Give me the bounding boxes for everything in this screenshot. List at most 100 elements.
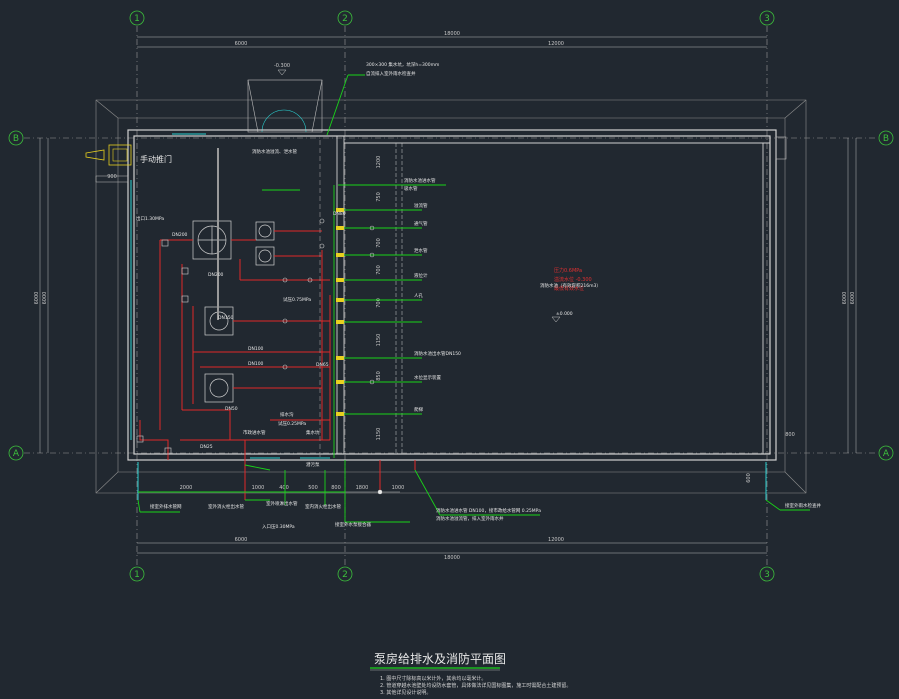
tank-elevation-marker [551, 316, 561, 323]
entrance-canopy [247, 79, 323, 133]
pipe-dn80: DN80 [333, 211, 346, 217]
pipe-dn200-a: DN200 [172, 232, 188, 238]
dim-vseg: 750 [376, 192, 382, 202]
dim-seg: 400 [279, 485, 289, 491]
pressure-d: 出口1.30MPa [136, 215, 164, 222]
dim-seg: 800 [331, 485, 341, 491]
note-right-7: 人孔 [414, 292, 423, 299]
dim-seg: 2000 [180, 485, 193, 491]
dim-vseg: 700 [376, 238, 382, 248]
manual-door-label: 手动推门 [140, 154, 172, 164]
dim-left-outer: 6000 [34, 292, 40, 305]
inlet: 市政进水管 [243, 429, 266, 436]
dim-bottom-left: 6000 [235, 537, 248, 543]
note-bottom-3: 室内消火栓出水管 [305, 503, 341, 510]
note-right-1: 消防水池进水管 [404, 177, 436, 184]
dim-vseg: 850 [376, 371, 382, 381]
dim-right-inner: 6000 [850, 292, 856, 305]
grid-label-rowB-left: B [13, 134, 19, 144]
note-bottom-5: 消防水池进水管 DN100，接市政给水管网 0.25MPa [436, 507, 541, 514]
tank-note-red-2: 溢流水位 -0.300 [554, 276, 592, 283]
tank-note-red-3: 最低有效水位 [554, 285, 584, 292]
note-right-4: 通气管 [414, 220, 428, 227]
pump-group [192, 220, 275, 403]
dim-left-inner: 6000 [42, 292, 48, 305]
note-bottom-4: 接室外水泵接合器 [335, 521, 371, 528]
grid-label-col3-bottom: 3 [764, 570, 770, 580]
drain-2: 集水坑 [306, 429, 320, 436]
dim-vseg: 700 [376, 298, 382, 308]
note-bottom-1: 室外消火栓出水管 [208, 503, 244, 510]
grid-label-col1-top: 1 [134, 14, 140, 24]
entrance-elevation: -0.300 [274, 63, 290, 69]
footnote-3: 3. 其他详见设计说明。 [380, 689, 431, 696]
tank-partition [336, 136, 770, 454]
note-right-8: 消防水池出水管DN150 [414, 350, 461, 357]
pressure-a: 试压0.75MPa [283, 296, 311, 303]
dim-tank-side: 600 [746, 473, 752, 483]
drawing-title: 泵房给排水及消防平面图 [374, 651, 506, 666]
grid-label-rowA-right: A [883, 449, 890, 459]
pipe-dn50: DN50 [225, 406, 238, 412]
grid-label-col3-top: 3 [764, 14, 770, 24]
note-bottom-left: 接室外排水管网 [150, 503, 182, 510]
tank-name: 消防水池（有效容积216m3） [540, 282, 601, 289]
tank-elevation: ±0.000 [556, 311, 573, 317]
note-bottom-right: 接室外雨水检查井 [785, 502, 821, 509]
fittings [369, 225, 383, 495]
dim-right-outer: 6000 [842, 292, 848, 305]
right-wall-vent [775, 136, 787, 160]
dim-seg: 500 [308, 485, 318, 491]
pipe-dn65: DN65 [316, 362, 329, 368]
sump: 潜污泵 [306, 461, 320, 468]
grid-label-rowB-right: B [883, 134, 889, 144]
note-right-9: 水位显示装置 [414, 374, 441, 381]
roof-outline [95, 99, 807, 494]
grid-label-col2-top: 2 [342, 14, 348, 24]
dim-bottom-right: 12000 [548, 537, 564, 543]
pipe-dn100-a: DN100 [248, 346, 264, 352]
dim-vseg: 1150 [376, 428, 382, 441]
grid-label-col2-bottom: 2 [342, 570, 348, 580]
wall-sleeves [336, 208, 344, 416]
note-right-2: 吸水管 [404, 185, 418, 192]
grid-bubbles [8, 10, 894, 582]
dim-door-offset: 900 [107, 174, 117, 180]
dim-wall-offset: 800 [785, 432, 795, 438]
pressure-c: 入口压0.30MPa [262, 524, 295, 530]
grid-label-rowA-left: A [13, 449, 20, 459]
pipe-dn200-b: DN200 [208, 272, 224, 278]
grid-label-col1-bottom: 1 [134, 570, 140, 580]
bottom-segment-dims: 2000 1000 400 500 800 1800 1000 [180, 485, 405, 491]
note-right-5: 泄水管 [414, 247, 428, 254]
drain-1: 排水沟 [280, 411, 294, 418]
pressure-b: 试压0.25MPa [278, 420, 306, 427]
note-bottom-2: 室外喷淋出水管 [266, 500, 298, 507]
footnote-2: 2. 管道穿越水池壁处均设防水套管，具体做法详见国标图集，施工时需配合土建预留。 [380, 682, 571, 689]
dim-top-total: 18000 [444, 31, 460, 37]
dim-top-right: 12000 [548, 41, 564, 47]
note-top: 300×300 集水坑，坑深h=300mm [366, 61, 439, 68]
dim-bottom-total: 18000 [444, 555, 460, 561]
dim-seg: 1800 [356, 485, 369, 491]
dim-top-left: 6000 [235, 41, 248, 47]
dim-seg: 1000 [252, 485, 265, 491]
water-piping [137, 74, 810, 523]
manual-door-symbol [85, 144, 132, 183]
dim-vseg: 1150 [376, 334, 382, 347]
note-right-3: 溢流管 [414, 202, 428, 209]
dim-vseg: 1200 [376, 156, 382, 169]
building-walls [127, 129, 777, 461]
note-right-10: 爬梯 [414, 406, 423, 413]
dim-vseg: 700 [376, 265, 382, 275]
dim-seg: 1000 [392, 485, 405, 491]
footnote-1: 1. 图中尺寸除标高以米计外，其余均以毫米计。 [380, 675, 486, 682]
pipe-dn100-b: DN100 [248, 361, 264, 367]
tank-note-red-1: 压力0.6MPa [554, 267, 582, 274]
elevation-marker [277, 69, 287, 76]
grid-lines [24, 26, 877, 566]
pipe-dn150: DN150 [218, 315, 234, 321]
vertical-segment-dims: 1200 750 700 700 700 1150 850 1150 [376, 156, 382, 441]
note-right-6: 液位计 [414, 272, 428, 279]
